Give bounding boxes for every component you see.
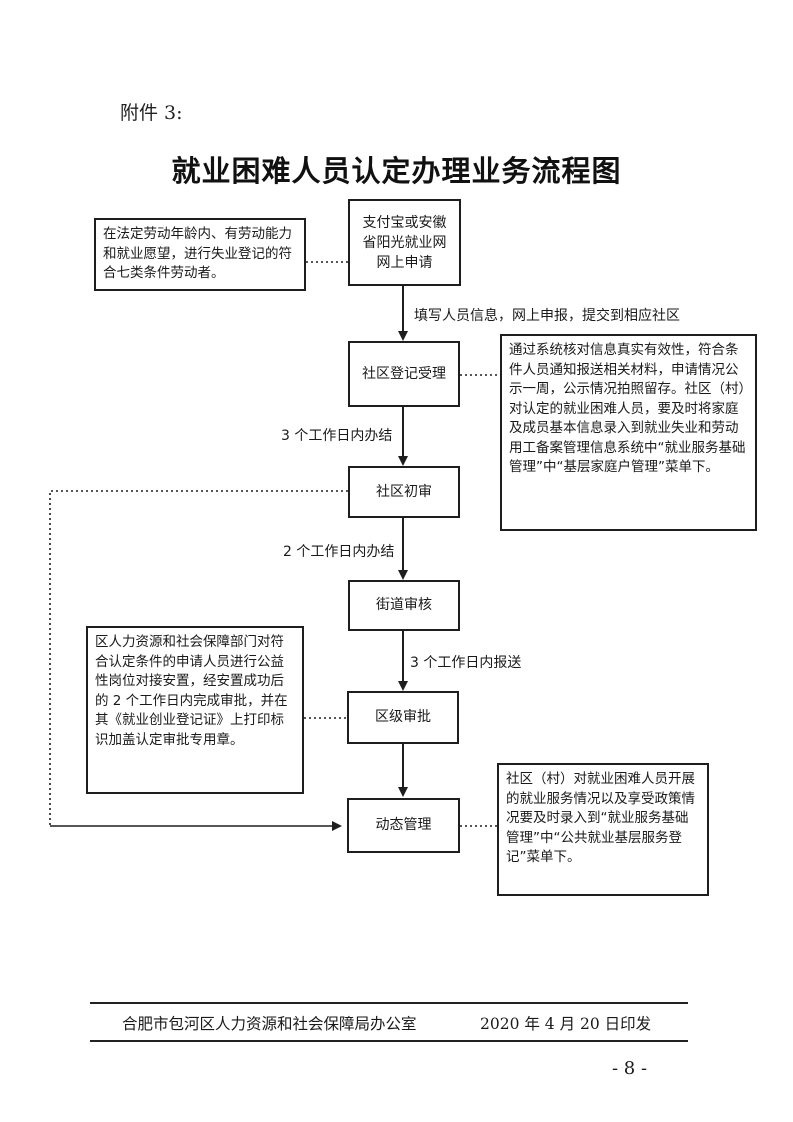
footer-issuer: 合肥市包河区人力资源和社会保障局办公室: [122, 1015, 417, 1033]
edge-label-street-to-district: 3 个工作日内报送: [410, 655, 522, 671]
step-dynamic-management: 动态管理: [347, 798, 460, 853]
note-register: 通过系统核对信息真实有效性，符合条件人员通知报送相关材料，申请情况公示一周，公示…: [500, 334, 757, 531]
edge-label-register-to-first: 3 个工作日内办结: [281, 428, 393, 444]
annex-label: 附件 3:: [120, 102, 183, 124]
footer-date: 2020 年 4 月 20 日印发: [480, 1015, 652, 1033]
edge-label-first-to-street: 2 个工作日内办结: [283, 544, 395, 560]
footer-top-rule: [90, 1002, 688, 1004]
step-district-approval: 区级审批: [347, 691, 459, 744]
page-title: 就业困难人员认定办理业务流程图: [171, 154, 622, 188]
note-district: 区人力资源和社会保障部门对符合认定条件的申请人员进行公益性岗位对接安置，经安置成…: [86, 626, 304, 794]
edge-label-apply-to-register: 填写人员信息，网上申报，提交到相应社区: [414, 308, 680, 324]
note-eligibility: 在法定劳动年龄内、有劳动能力和就业愿望，进行失业登记的符合七类条件劳动者。: [94, 218, 306, 291]
step-street-review: 街道审核: [348, 580, 460, 631]
step-apply: 支付宝或安徽省阳光就业网网上申请: [348, 199, 461, 286]
footer-bottom-rule: [90, 1040, 688, 1042]
step-first-review: 社区初审: [348, 466, 460, 518]
page-number: - 8 -: [612, 1058, 648, 1079]
step-register: 社区登记受理: [348, 341, 460, 407]
note-management: 社区（村）对就业困难人员开展的就业服务情况以及享受政策情况要及时录入到“就业服务…: [497, 763, 709, 896]
loop-first-review-to-management: [49, 490, 348, 826]
